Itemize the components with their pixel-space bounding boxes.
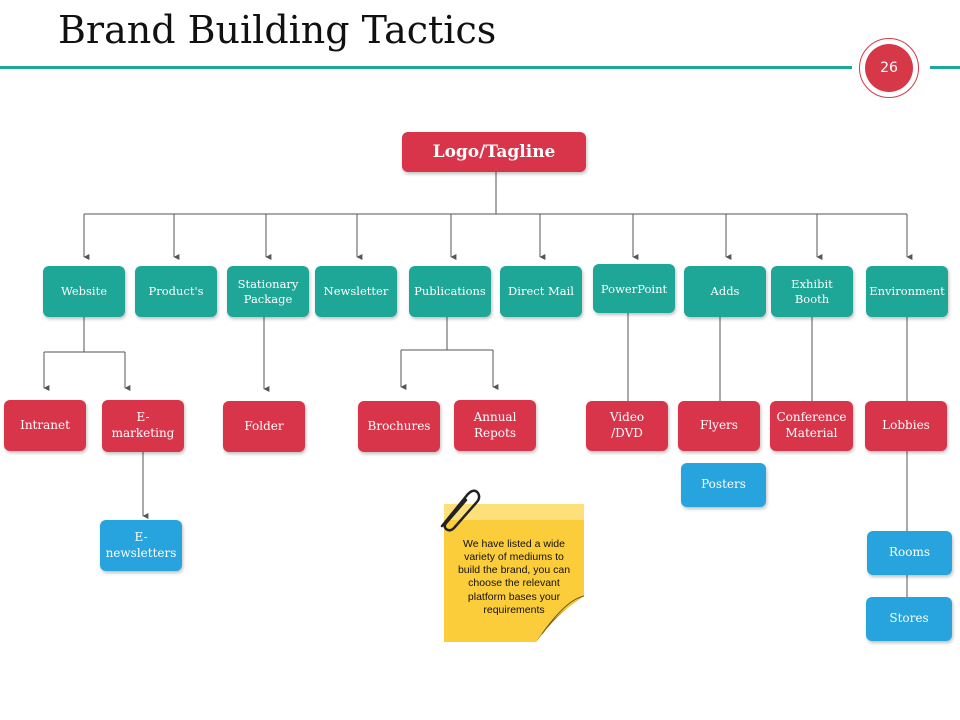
sticky-note-text: We have listed a wide variety of mediums… xyxy=(457,538,571,616)
item-conference-material: Conference Material xyxy=(770,401,853,451)
header-rule xyxy=(0,66,852,69)
category-powerpoint: PowerPoint xyxy=(593,264,675,313)
page-number-badge: 26 xyxy=(859,38,919,98)
item-stores: Stores xyxy=(866,597,952,641)
category-exhibit-booth: Exhibit Booth xyxy=(771,266,853,317)
category-direct-mail: Direct Mail xyxy=(500,266,582,317)
item-annual-reports: Annual Repots xyxy=(454,400,536,451)
item-folder: Folder xyxy=(223,401,305,452)
category-products: Product's xyxy=(135,266,217,317)
category-stationary-package: Stationary Package xyxy=(227,266,309,317)
category-website: Website xyxy=(43,266,125,317)
sticky-note xyxy=(444,504,584,642)
root-node-logo-tagline: Logo/Tagline xyxy=(402,132,586,172)
item-rooms: Rooms xyxy=(867,531,952,575)
item-video-dvd: Video /DVD xyxy=(586,401,668,451)
paperclip-icon xyxy=(440,489,481,532)
category-publications: Publications xyxy=(409,266,491,317)
item-flyers: Flyers xyxy=(678,401,760,451)
page-number: 26 xyxy=(865,44,913,92)
category-environment: Environment xyxy=(866,266,948,317)
item-intranet: Intranet xyxy=(4,400,86,451)
category-adds: Adds xyxy=(684,266,766,317)
header-rule-right xyxy=(930,66,960,69)
item-e-marketing: E- marketing xyxy=(102,400,184,452)
category-newsletter: Newsletter xyxy=(315,266,397,317)
item-brochures: Brochures xyxy=(358,401,440,452)
slide-title: Brand Building Tactics xyxy=(58,8,497,52)
item-e-newsletters: E- newsletters xyxy=(100,520,182,571)
item-lobbies: Lobbies xyxy=(865,401,947,451)
item-posters: Posters xyxy=(681,463,766,507)
